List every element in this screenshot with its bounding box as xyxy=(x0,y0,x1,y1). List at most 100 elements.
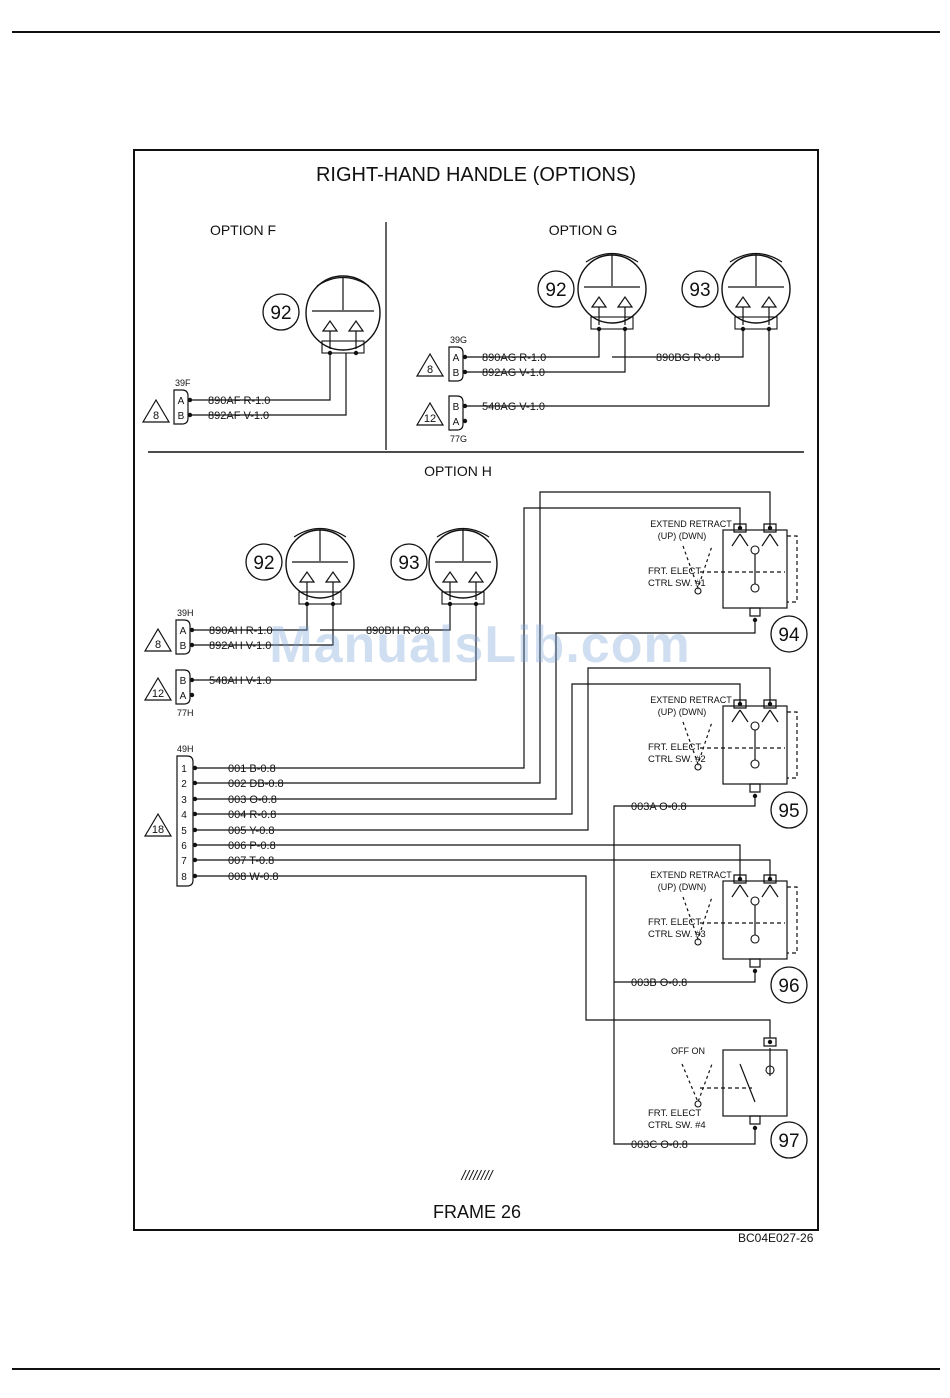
connector-49h-pin-5: 5 xyxy=(181,826,187,837)
connector-39g-pin-B: B xyxy=(453,368,460,379)
bulb-92-option-f-terminal-right xyxy=(353,350,359,356)
bulb-93-option-h-socket xyxy=(441,591,485,605)
wire-892af xyxy=(190,353,347,416)
option-h-triangle-8: 8 xyxy=(155,639,161,651)
option-f-triangle: 8 xyxy=(153,410,159,422)
bulb-92-option-f-arc xyxy=(316,276,370,287)
switch-96-contact-left xyxy=(731,884,749,898)
wire-label-003c: 003C O-0.8 xyxy=(631,1139,688,1151)
switch-96-name-2: CTRL SW. #3 xyxy=(648,929,706,940)
wire-label-3: 003 O-0.8 xyxy=(228,794,277,806)
option-g-triangle-12-shape xyxy=(415,401,445,426)
switch-95-id-circle xyxy=(770,791,808,829)
switch-96-contact-right xyxy=(761,884,779,898)
switch-97-id-circle xyxy=(770,1121,808,1159)
wire-label-003a: 003A O-0.8 xyxy=(631,801,687,813)
switch-96-terminal xyxy=(763,874,777,884)
wire-label-2: 002 DB-0.8 xyxy=(228,778,284,790)
switch-96-direction-label: (UP) (DWN) xyxy=(658,882,707,892)
bulb-label-92-option-g-circle xyxy=(537,270,575,308)
switch-97-terminal xyxy=(763,1037,777,1047)
hatch-mark: //////// xyxy=(460,1167,494,1183)
switch-94-direction-label: (UP) (DWN) xyxy=(658,531,707,541)
connector-49h-pin-8: 8 xyxy=(181,872,187,883)
switch-94-name-2: CTRL SW. #1 xyxy=(648,578,706,589)
switch-94-name-1: FRT. ELECT xyxy=(648,566,701,577)
switch-95-contact-left xyxy=(731,709,749,723)
switch-94-terminal xyxy=(763,523,777,533)
wire-005 xyxy=(195,667,771,831)
wire-890af xyxy=(190,353,331,401)
connector-77h-pin-B: B xyxy=(180,676,187,687)
bulb-92-option-h-arc xyxy=(293,527,347,538)
switch-96-terminal xyxy=(733,874,747,884)
bulb-label-92-option-g: 92 xyxy=(545,280,566,301)
wire-label-548ag: 548AG V-1.0 xyxy=(482,401,545,413)
switch-95-direction-label: (UP) (DWN) xyxy=(658,707,707,717)
switch-94-pivot-bottom xyxy=(750,583,760,593)
switch-95-mode-label: EXTEND RETRACT xyxy=(650,695,732,705)
wire-label-5: 005 Y-0.8 xyxy=(228,825,275,837)
connector-49h-body xyxy=(176,755,194,887)
switch-95-pivot-top xyxy=(750,721,760,731)
connector-49h-pin-1: 1 xyxy=(181,764,187,775)
connector-77h-pin-dot xyxy=(189,692,195,698)
wire-label-890bh: 890BH R-0.8 xyxy=(366,625,430,637)
connector-77g-label: 77G xyxy=(450,434,467,444)
switch-97-name-2: CTRL SW. #4 xyxy=(648,1120,706,1131)
switch-95-terminal xyxy=(733,699,747,709)
switch-95-terminal xyxy=(763,699,777,709)
connector-49h-pin-2: 2 xyxy=(181,779,187,790)
switch-95-name-1: FRT. ELECT xyxy=(648,742,701,753)
switch-97-contact-circle xyxy=(765,1065,775,1075)
connector-39g-label: 39G xyxy=(450,335,467,345)
switch-97-mode-label: OFF ON xyxy=(671,1046,705,1056)
wire-892ag xyxy=(465,329,626,373)
bulb-label-93-option-g-circle xyxy=(681,270,719,308)
bulb-label-93-option-h-circle xyxy=(390,543,428,581)
connector-39f-body xyxy=(173,389,189,425)
wire-003-ground-bus xyxy=(613,796,756,1145)
page-bottom-rule xyxy=(12,1368,940,1370)
switch-94-terminal xyxy=(733,523,747,533)
bulb-92-option-g-socket xyxy=(590,316,634,330)
connector-49h-pin-6: 6 xyxy=(181,841,187,852)
connector-39h-pin-B: B xyxy=(180,641,187,652)
bulb-93-option-h-arc xyxy=(436,527,490,538)
switch-97-id: 97 xyxy=(778,1131,799,1152)
connector-77g-pin-A: A xyxy=(453,417,460,428)
switch-95-id: 95 xyxy=(778,801,799,822)
wire-890ah xyxy=(192,604,308,631)
page-top-rule xyxy=(12,31,940,33)
diagram-frame xyxy=(133,149,819,1231)
switch-94-pivot-top xyxy=(750,545,760,555)
diagram-title: RIGHT-HAND HANDLE (OPTIONS) xyxy=(316,164,636,186)
bulb-93-option-g-socket xyxy=(734,316,778,330)
wire-892ah xyxy=(192,604,334,646)
frame-label: FRAME 26 xyxy=(433,1202,521,1222)
option-f-triangle-shape xyxy=(141,398,171,423)
switch-95-housing-dashed xyxy=(787,711,798,779)
connector-77h-label: 77H xyxy=(177,708,194,718)
bulb-label-92-option-f-circle xyxy=(262,293,300,331)
connector-49h-pin-3: 3 xyxy=(181,795,187,806)
connector-77g-pin-B: B xyxy=(453,402,460,413)
wire-label-890af: 890AF R-1.0 xyxy=(208,395,270,407)
switch-97-lever-knob xyxy=(694,1100,702,1108)
connector-39h-pin-A: A xyxy=(180,626,187,637)
option-g-triangle-12: 12 xyxy=(424,413,436,425)
switch-95-pivot-bottom xyxy=(750,759,760,769)
wire-890bg xyxy=(612,329,744,358)
switch-94-lever-knob xyxy=(694,587,702,595)
switch-96-name-1: FRT. ELECT xyxy=(648,917,701,928)
switch-95-name-2: CTRL SW. #2 xyxy=(648,754,706,765)
bulb-92-option-f-socket xyxy=(321,340,365,354)
connector-39f-pin-B: B xyxy=(178,411,185,422)
wire-008 xyxy=(195,875,771,1038)
switch-96-lever-knob xyxy=(694,938,702,946)
wire-007 xyxy=(195,859,771,879)
option-h-triangle-12-shape xyxy=(143,676,173,701)
connector-49h-pin-4: 4 xyxy=(181,810,187,821)
document-id: BC04E027-26 xyxy=(738,1231,814,1245)
